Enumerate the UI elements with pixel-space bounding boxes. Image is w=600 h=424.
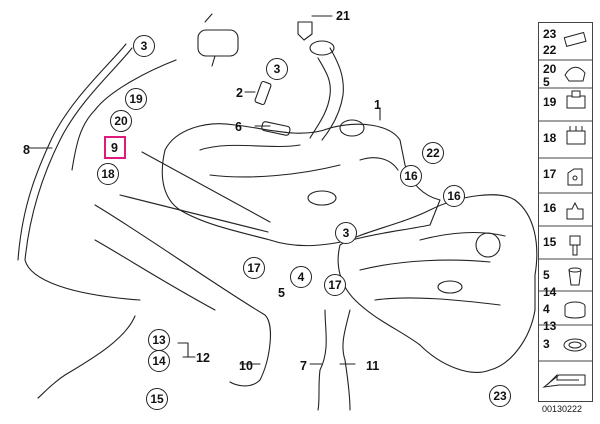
circled-19: 19 [125,88,147,110]
circled-3: 3 [266,58,288,80]
circled-14: 14 [148,350,170,372]
circled-3: 3 [335,222,357,244]
legend-item-5: 5 [543,268,550,282]
fuel-tank-right [337,194,538,373]
circled-17: 17 [324,274,346,296]
parts-legend: 23 22 20 5 19 18 17 16 15 5 14 4 13 3 [538,22,593,402]
callout-9: 9 [111,141,118,155]
callout-21: 21 [336,9,350,23]
circled-13: 13 [148,329,170,351]
circled-20: 20 [110,110,132,132]
legend-item-14: 14 [543,285,557,299]
circled-18: 18 [97,163,119,185]
circled-22: 22 [422,142,444,164]
circled-16: 16 [400,165,422,187]
callout-12: 12 [196,351,210,365]
fuel-tank-left [161,123,441,247]
legend-item-19: 19 [543,95,557,109]
legend-item-18: 18 [543,131,557,145]
legend-item-13: 13 [543,319,557,333]
legend-item-5: 5 [543,75,550,89]
circled-3: 3 [133,35,155,57]
legend-item-3: 3 [543,337,550,351]
legend-item-22: 22 [543,43,557,57]
legend-item-4: 4 [543,302,550,316]
legend-item-17: 17 [543,167,557,181]
circled-15: 15 [146,388,168,410]
callout-10: 10 [239,359,253,373]
circled-4: 4 [290,266,312,288]
circled-23: 23 [489,385,511,407]
callout-8: 8 [23,143,30,157]
filler-neck [309,47,344,141]
highlight-box [104,136,126,159]
callout-2: 2 [236,86,243,100]
legend-icons [539,31,592,388]
callout-5: 5 [278,286,285,300]
legend-item-15: 15 [543,235,557,249]
legend-item-20: 20 [543,62,557,76]
part-number: 00130222 [542,404,583,414]
legend-item-16: 16 [543,201,557,215]
callout-6: 6 [235,120,242,134]
circled-17: 17 [243,257,265,279]
callout-11: 11 [366,359,380,373]
callout-7: 7 [300,359,307,373]
legend-item-23: 23 [543,27,557,41]
callout-1: 1 [374,98,381,112]
circled-16: 16 [443,185,465,207]
